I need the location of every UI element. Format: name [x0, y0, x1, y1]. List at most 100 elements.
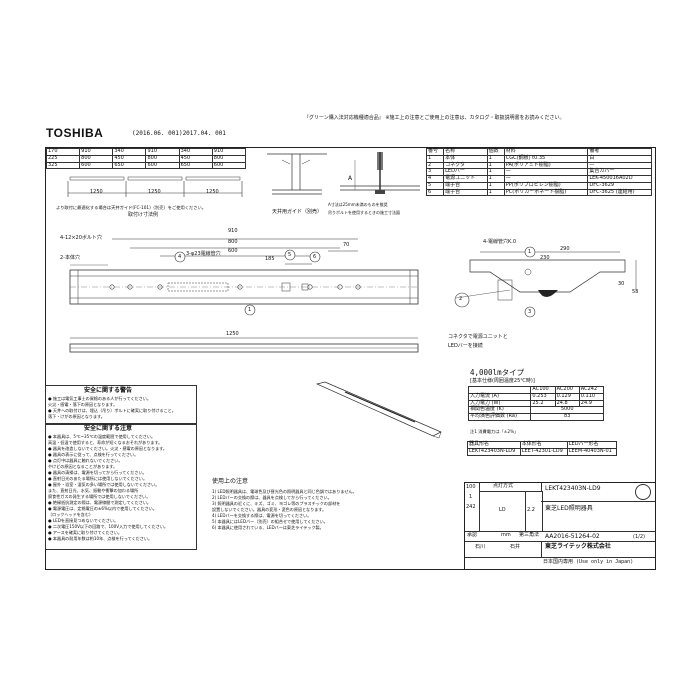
- table-row: 平均演色評価数 (Ra)83: [467, 413, 604, 421]
- product-name: 東芝LED照明器具: [545, 505, 593, 512]
- led-bar-perspective: [315, 381, 442, 439]
- spec-cell: 相関色温度 (K): [467, 406, 532, 414]
- fixture-section-view: [454, 246, 637, 318]
- parts-cell: 1: [486, 188, 505, 197]
- parts-cell: 1: [486, 181, 505, 190]
- caution-line: ● 器具の表示に従って、点検を行ってください。: [48, 452, 139, 458]
- connector-note-b: LEDバーを接続: [448, 343, 483, 349]
- caution-line: ● 本器具の耐用年数は約10年、点検を行ってください。: [48, 536, 153, 542]
- ceiling-guide-sketch: [267, 153, 327, 195]
- conduit-label: 3-φ23電線管穴: [186, 251, 221, 257]
- safety-warning-title: 安全に関する警告: [84, 387, 133, 394]
- parts-cell: 端子台: [443, 181, 488, 190]
- ceiling-guide-label: 天井用ガイド（別売）: [272, 209, 323, 215]
- mounting-spacing-diagram: [67, 176, 243, 197]
- usage-title: 使用上の注意: [212, 478, 249, 485]
- projection: 第三角法: [519, 532, 540, 538]
- revision-dates: (2016.06. 001)2017.04. 001: [132, 130, 226, 137]
- spec-cell: 24.9: [578, 399, 605, 408]
- parts-cell: DFC-3629: [587, 181, 652, 190]
- dim-cell: 800: [79, 154, 114, 163]
- dim-cell: 800: [145, 154, 180, 163]
- mounting-example-label: 取付け寸法例: [128, 212, 159, 218]
- usage-line: 1) LED照明器具は、電球色及び昼光色の照明器具と同じ色調ではありません。: [212, 489, 357, 495]
- parts-cell: DFC-3625 (連結用): [587, 188, 652, 197]
- caution-line: ● LEDを直接見つめないでください。: [48, 518, 119, 524]
- usage-notes: 1) LED照明器具は、電球色及び昼光色の照明器具と同じ色調ではありません。2)…: [212, 489, 388, 531]
- dim-1250: 1250: [226, 331, 239, 337]
- dim-cell: 325: [45, 161, 81, 170]
- warning-line: ● 施工は電気工事士の資格のある人が行ってください。: [48, 396, 151, 402]
- caution-line: ● アースを確実に取り付けてください。: [48, 530, 123, 536]
- parts-cell: 6: [425, 188, 445, 197]
- combo-cell: LEKT423403N-LD9: [467, 447, 521, 456]
- dim-cell: 600: [79, 161, 114, 170]
- parts-cell: CGC(鋼板) t0.35: [503, 154, 589, 163]
- bolt-note: A寸法は25mm未満のものを推奨: [328, 202, 388, 208]
- dim-a-label: A: [348, 175, 353, 182]
- parts-cell: PC(ポリカーボネート樹脂): [503, 188, 589, 197]
- parts-cell: 本体: [443, 154, 488, 163]
- spec-footnote: 注1 消費電力は「±2%」: [470, 429, 519, 435]
- model-number: LEKT423403N-LD9: [545, 485, 601, 492]
- warning-line: ● 天井への取付けは、埋込（吊り）ボルトに確実に取り付けること。: [48, 408, 176, 414]
- caution-line: ● 器具の清掃は、電源を切ってから行ってください。: [48, 470, 147, 476]
- dim-800: 800: [228, 239, 238, 245]
- dim-cell: 450: [112, 154, 147, 163]
- scale-242: 242: [466, 504, 476, 510]
- caution-line: ● 点灯中は器具に触れないでください。: [48, 458, 123, 464]
- caution-line: ● 直射日光のあたる場所には使用しないでください。: [48, 476, 148, 482]
- warning-line: 火災・感電・落下の原因となります。: [48, 402, 118, 408]
- parts-cell: —: [503, 168, 589, 176]
- parts-cell: 端子台: [443, 188, 488, 197]
- callout-4: 4: [178, 254, 182, 260]
- title-block: 100 1 242 点灯方式 LD 2.2 LEKT423403N-LD9 東芝…: [464, 482, 656, 570]
- warning-line: 落下・けがの原因となります。: [48, 414, 105, 420]
- hanging-bolt-sketch: [340, 152, 420, 194]
- callout-6: 6: [313, 254, 317, 260]
- combo-cell: LEET-42301-LD9: [519, 447, 568, 456]
- bolt-hole-label: 4-12×20ボルト穴: [60, 235, 102, 241]
- spec-subtitle: [基本仕様(周囲温度25℃時)]: [470, 378, 535, 384]
- spec-cell: 0.110: [578, 392, 605, 401]
- spacing-1: 1250: [90, 189, 103, 195]
- drawing-number: AA2016-51264-02: [545, 533, 600, 540]
- parts-cell: 1: [425, 154, 445, 163]
- dim-cell: 650: [178, 161, 213, 170]
- parts-cell: 5: [425, 181, 445, 190]
- domestic-use-note: 日本国内専用 (Use only in Japan): [543, 559, 634, 565]
- ceiling-guide-note: より取付に最適化する場合は天井ガイド(FC-101)（別売）をご使用ください。: [56, 205, 207, 211]
- spec-cell: 0.253: [530, 392, 556, 401]
- table-row: 相関色温度 (K)5000: [467, 406, 604, 414]
- callout-1: 1: [248, 307, 252, 313]
- parts-cell: PP(ポリプロピレン樹脂): [503, 181, 589, 190]
- safety-caution-box: 安全に関する注意 ● 本器具は、5℃~35℃の温度範囲で使用してください。 高温…: [45, 423, 197, 550]
- dim-cell: 450: [178, 154, 213, 163]
- dim-600: 600: [228, 248, 238, 254]
- parts-cell: PA(ポリアミド樹脂): [503, 161, 589, 170]
- dim-230: 230: [540, 255, 550, 261]
- parts-header: 備考: [587, 148, 652, 156]
- caution-line: （ロックヘッドを含む）: [48, 512, 94, 518]
- spec-cell: 25.2: [530, 399, 556, 408]
- dim-cell: 600: [211, 161, 247, 170]
- usage-line: 4) LEDバーを交換する際は、電源を切ってください。: [212, 513, 312, 519]
- spec-cell: 入力電流 (A): [467, 392, 532, 401]
- company-name: 東芝ライテック株式会社: [545, 543, 611, 550]
- spec-header: AC242: [578, 386, 605, 394]
- scale-1: 1: [469, 494, 473, 500]
- caution-line: やけどの原因となることがあります。: [48, 464, 118, 470]
- checker-name-1: 石川: [475, 544, 486, 550]
- caution-line: ● 電源電圧は、定格電圧の±6%以内で使用してください。: [48, 506, 157, 512]
- dim-290: 290: [560, 246, 570, 252]
- usage-line: 5) 本器具にはLEDバー（別売）の組合せで使用してください。: [212, 519, 328, 525]
- bolt-note-2: 吊りボルトを使用するときの施工寸法図: [328, 210, 401, 216]
- spec-cell: 5000: [530, 406, 604, 414]
